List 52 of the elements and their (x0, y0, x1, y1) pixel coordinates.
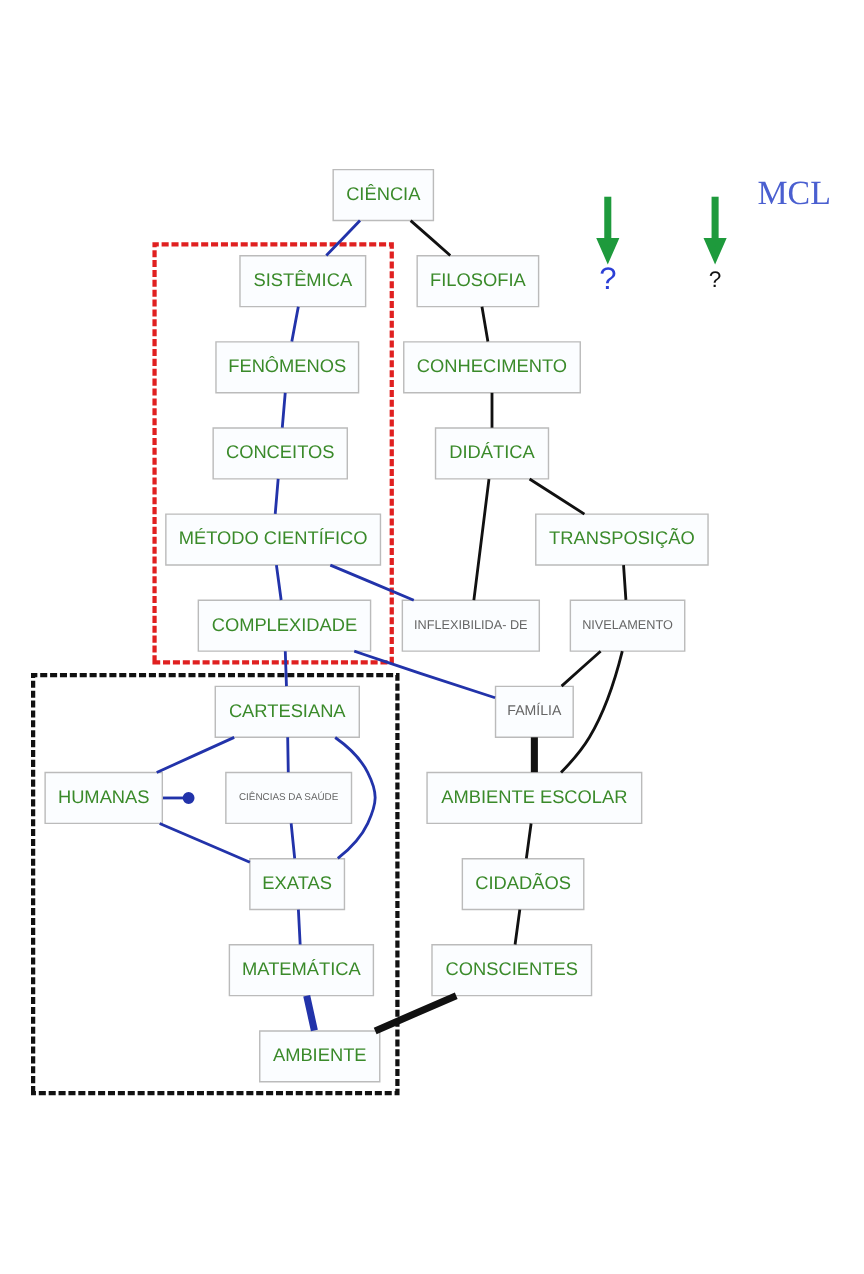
label: MCL (757, 173, 831, 212)
node-box: CONSCIENTES (431, 944, 593, 997)
node-box: COMPLEXIDADE (197, 599, 372, 652)
node-box: CARTESIANA (214, 685, 360, 738)
connector (528, 477, 586, 516)
connector (530, 737, 538, 773)
node-box: SISTÊMICA (239, 255, 367, 308)
connector (290, 306, 300, 342)
node-box: CIDADÃOS (461, 857, 585, 911)
connector (472, 478, 491, 601)
connector (297, 909, 302, 945)
connector (524, 823, 533, 859)
connector (289, 823, 297, 859)
connector (560, 650, 602, 688)
connector (373, 992, 458, 1035)
connector (622, 565, 628, 601)
node-box: MATEMÁTICA (228, 944, 375, 997)
connector (156, 736, 235, 774)
node-text: ? (599, 263, 617, 298)
connector (303, 994, 318, 1032)
node-box: AMBIENTE ESCOLAR (426, 771, 643, 825)
connector (275, 564, 283, 601)
node-box: CIÊNCIA (332, 168, 435, 222)
connector (409, 219, 452, 257)
connector (283, 651, 288, 687)
node-box: FILOSOFIA (416, 255, 540, 308)
connector (490, 392, 494, 428)
connector (513, 909, 522, 945)
arrow (703, 196, 727, 265)
cluster (152, 242, 394, 665)
connector (334, 736, 377, 860)
connector (480, 306, 490, 342)
node-box: EXATAS (249, 857, 346, 911)
node-box: FENÔMENOS (215, 341, 360, 394)
arrow (596, 196, 620, 265)
connector (273, 478, 280, 514)
connector (163, 796, 184, 800)
connector (286, 737, 290, 773)
connector (560, 650, 624, 774)
node-box: CONHECIMENTO (403, 341, 581, 394)
connector (280, 392, 287, 428)
node-box: TRANSPOSIÇÃO (535, 513, 709, 566)
connector (325, 219, 362, 257)
node-box: DIDÁTICA (434, 427, 550, 480)
node-box: HUMANAS (44, 771, 164, 825)
connector (159, 822, 251, 864)
node-box: AMBIENTE (259, 1030, 381, 1083)
cluster (31, 673, 400, 1096)
node-box: MÉTODO CIENTÍFICO (165, 513, 382, 566)
node-text: ? (708, 268, 722, 293)
node-box: CONCEITOS (212, 427, 348, 480)
connector (353, 649, 496, 700)
